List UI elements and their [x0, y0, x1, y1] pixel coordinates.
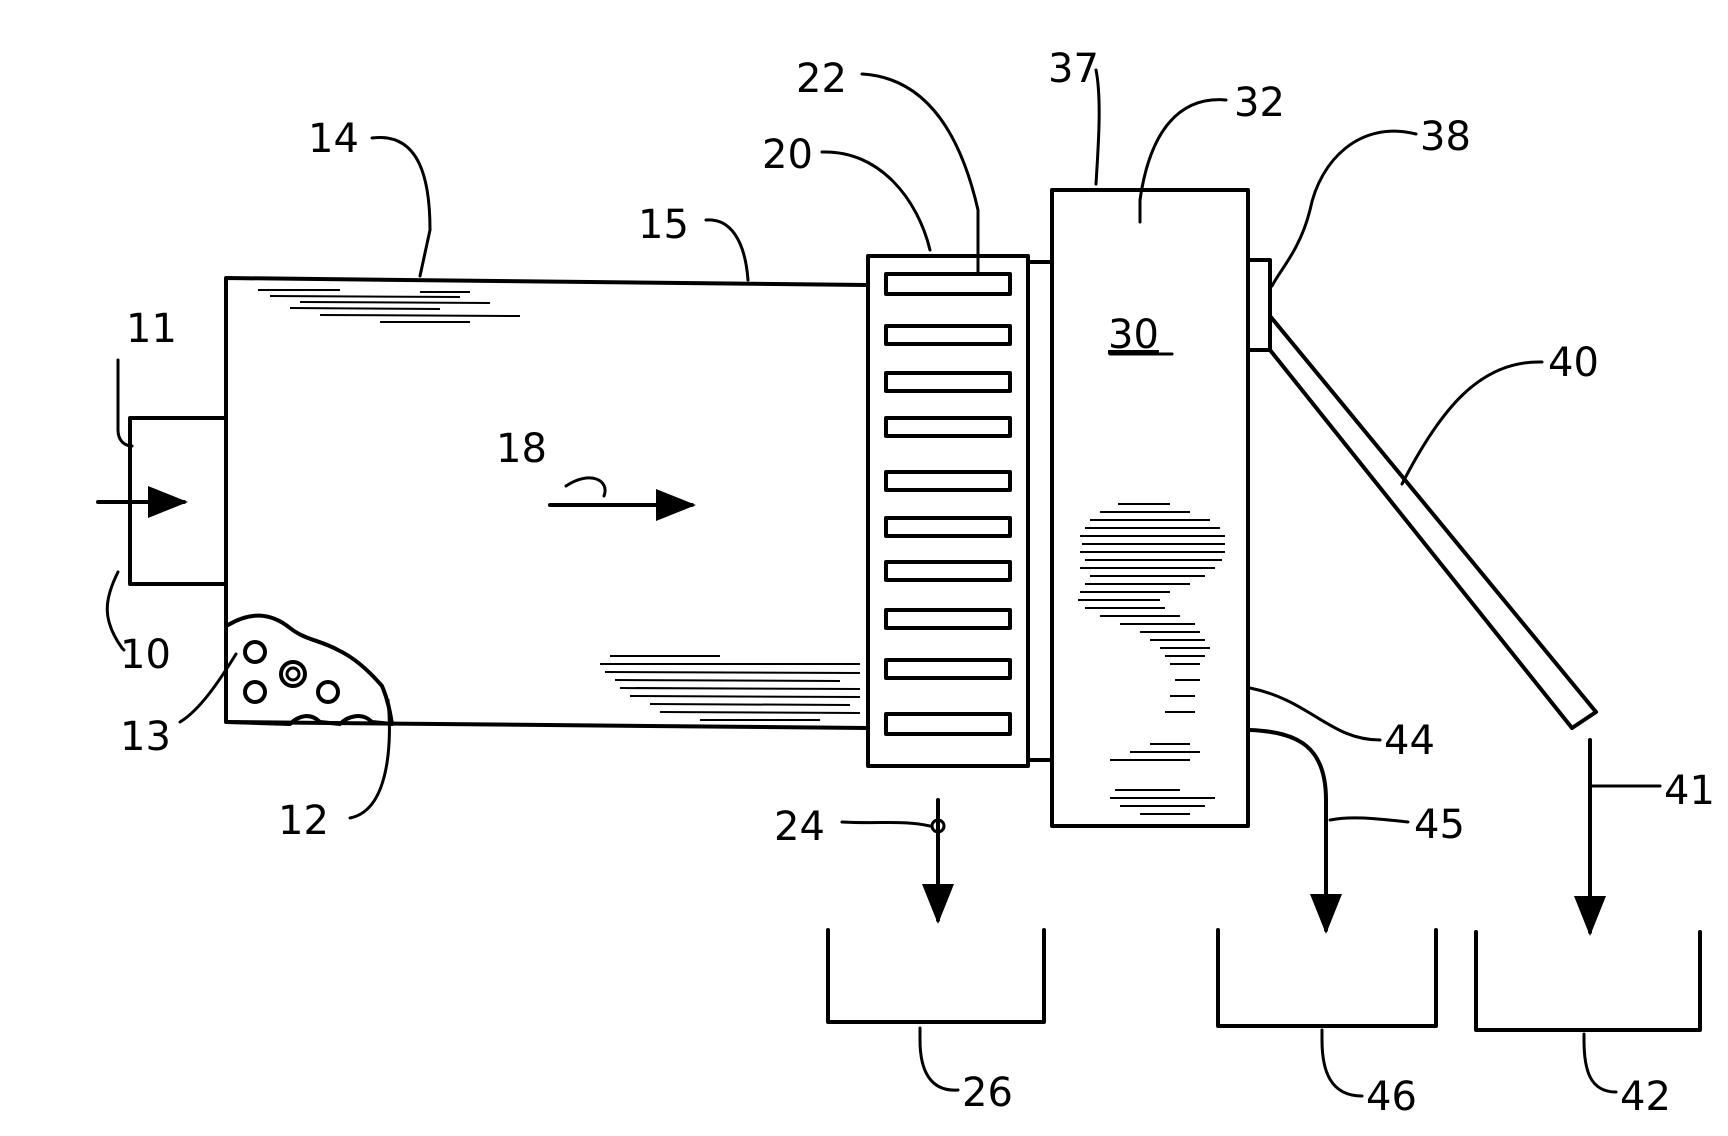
main-drum [226, 278, 868, 728]
label-30: 30 [1108, 312, 1159, 358]
label-26: 26 [962, 1070, 1013, 1116]
separator-hatching [1078, 504, 1225, 814]
label-41: 41 [1664, 768, 1715, 814]
label-18: 18 [496, 426, 547, 472]
media-ball [245, 682, 265, 702]
label-13: 13 [120, 714, 171, 760]
separator-underflow-arrow [1250, 730, 1326, 930]
label-44: 44 [1384, 718, 1435, 764]
label-46: 46 [1366, 1074, 1417, 1120]
label-14: 14 [308, 116, 359, 162]
label-42: 42 [1620, 1074, 1671, 1120]
label-15: 15 [638, 202, 689, 248]
label-38: 38 [1420, 114, 1471, 160]
drum-bottom-hatching [600, 656, 860, 720]
discharge-screen [868, 256, 1028, 766]
bin-26 [828, 930, 1044, 1022]
leader-lines [107, 70, 1660, 1096]
label-24: 24 [774, 804, 825, 850]
grinding-media-pile [228, 616, 392, 724]
label-12: 12 [278, 798, 329, 844]
separator-vessel [1052, 190, 1248, 826]
bin-46 [1218, 930, 1436, 1026]
label-10: 10 [120, 632, 171, 678]
media-ball [245, 642, 265, 662]
media-ball [281, 662, 305, 686]
bin-42 [1476, 932, 1700, 1030]
label-20: 20 [762, 132, 813, 178]
label-32: 32 [1234, 80, 1285, 126]
screen-grate-bars [886, 274, 1010, 734]
label-40: 40 [1548, 340, 1599, 386]
media-ball [318, 682, 338, 702]
label-22: 22 [796, 56, 847, 102]
label-37: 37 [1048, 46, 1099, 92]
label-11: 11 [126, 306, 177, 352]
overflow-fitting [1248, 260, 1270, 350]
label-45: 45 [1414, 802, 1465, 848]
drum-top-hatching [258, 290, 520, 322]
